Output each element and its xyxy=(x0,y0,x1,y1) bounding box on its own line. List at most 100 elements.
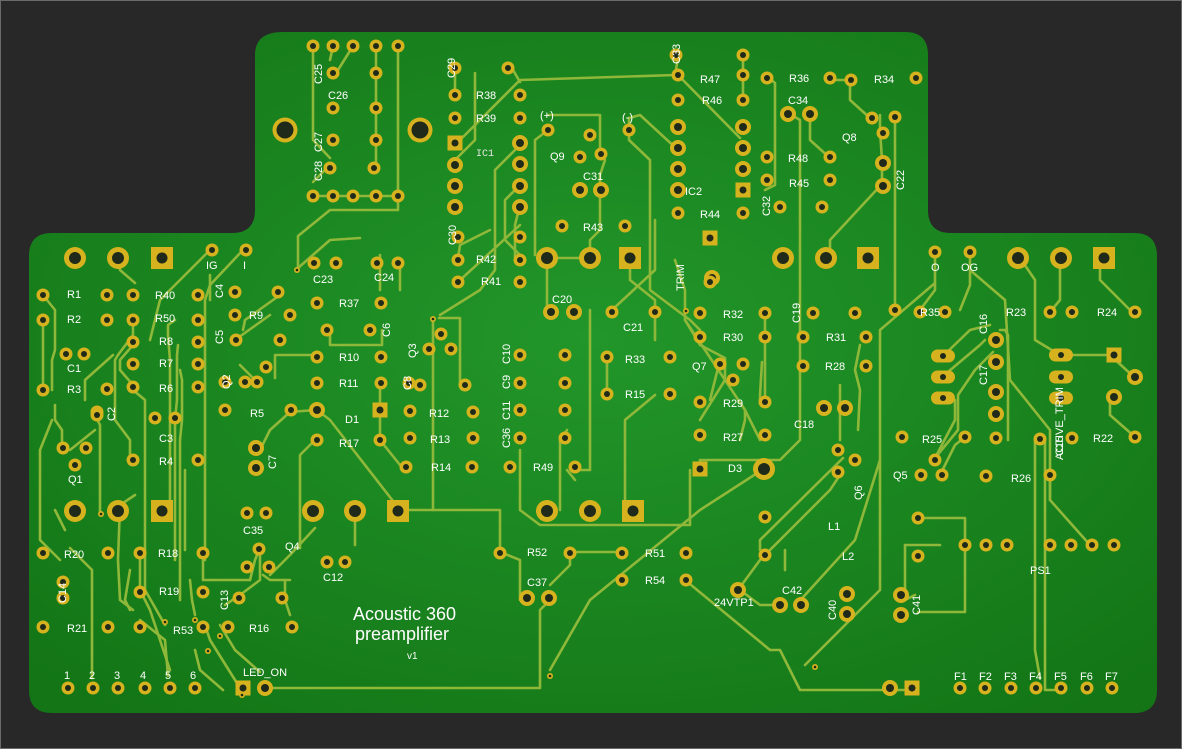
silkscreen-label-c33: C33 xyxy=(671,44,683,64)
solder-pad xyxy=(735,140,751,156)
silkscreen-label-r16: R16 xyxy=(249,623,269,635)
solder-pad xyxy=(133,546,147,560)
solder-pad xyxy=(447,135,463,151)
solder-pad xyxy=(248,440,264,456)
solder-pad xyxy=(780,106,796,122)
silkscreen-label-c17: C17 xyxy=(978,365,990,385)
solder-pad xyxy=(1065,305,1079,319)
copper-trace xyxy=(173,343,180,562)
copper-trace xyxy=(958,250,972,312)
solder-pad xyxy=(736,357,750,371)
solder-pad xyxy=(543,304,559,320)
copper-trace xyxy=(273,353,322,380)
solder-pad xyxy=(413,378,427,392)
silkscreen-label-r18: R18 xyxy=(158,548,178,560)
solder-pad xyxy=(369,39,383,53)
copper-trace xyxy=(968,268,1052,502)
copper-trace xyxy=(933,398,957,460)
solder-pad xyxy=(257,680,273,696)
solder-pad xyxy=(346,189,360,203)
solder-pad xyxy=(306,39,320,53)
silkscreen-label-c8: C8 xyxy=(402,376,414,390)
silkscreen-label-q2: Q2 xyxy=(221,374,233,389)
copper-trace xyxy=(298,438,317,550)
silkscreen-label-c18: C18 xyxy=(794,419,814,431)
silkscreen-label-q6: Q6 xyxy=(853,485,865,500)
silkscreen-label-ic2: IC2 xyxy=(685,186,702,198)
copper-trace xyxy=(1018,256,1062,357)
solder-pad xyxy=(259,506,273,520)
solder-pad xyxy=(702,230,718,246)
copper-trace xyxy=(178,368,184,602)
solder-pad xyxy=(403,431,417,445)
silkscreen-label-c22: C22 xyxy=(895,170,907,190)
solder-pad xyxy=(430,316,436,322)
solder-pad xyxy=(326,39,340,53)
silkscreen-label-pin1: 1 xyxy=(64,670,70,682)
copper-trace xyxy=(166,318,177,502)
solder-pad xyxy=(273,333,287,347)
solder-pad xyxy=(513,275,527,289)
solder-pad xyxy=(232,591,246,605)
solder-pad xyxy=(758,330,772,344)
solder-pad xyxy=(619,247,641,269)
solder-pad xyxy=(458,378,472,392)
silkscreen-label-r20: R20 xyxy=(64,549,84,561)
silkscreen-label-c2: C2 xyxy=(106,407,118,421)
solder-pad xyxy=(320,323,334,337)
silkscreen-label-c23: C23 xyxy=(313,274,333,286)
solder-pad xyxy=(369,101,383,115)
copper-trace xyxy=(118,343,135,387)
silkscreen-label-c6: C6 xyxy=(381,323,393,337)
silkscreen-label-r3: R3 xyxy=(67,384,81,396)
solder-pad xyxy=(513,230,527,244)
silkscreen-label-r47: R47 xyxy=(700,74,720,86)
silkscreen-label-c35: C35 xyxy=(243,525,263,537)
solder-pad xyxy=(875,155,891,171)
solder-pad xyxy=(989,431,1003,445)
solder-pad xyxy=(839,606,855,622)
solder-pad xyxy=(191,313,205,327)
silkscreen-label-r30: R30 xyxy=(723,332,743,344)
copper-trace xyxy=(758,456,845,552)
solder-pad xyxy=(310,376,324,390)
solder-pad xyxy=(36,383,50,397)
solder-pad xyxy=(888,110,902,124)
silkscreen-label-r43: R43 xyxy=(583,222,603,234)
solder-pad xyxy=(1029,681,1043,695)
solder-pad xyxy=(513,253,527,267)
copper-trace xyxy=(188,578,197,617)
solder-pad xyxy=(451,230,465,244)
silkscreen-label-f5: F5 xyxy=(1054,671,1067,683)
solder-pad xyxy=(1085,538,1099,552)
solder-pad xyxy=(541,590,557,606)
solder-pad xyxy=(1000,538,1014,552)
copper-trace xyxy=(263,598,552,690)
solder-pad xyxy=(555,219,569,233)
board-title-line2: preamplifier xyxy=(355,624,449,644)
solder-pad xyxy=(218,403,232,417)
solder-pad xyxy=(979,538,993,552)
solder-pad xyxy=(671,206,685,220)
silkscreen-label-minus: (-) xyxy=(622,112,633,124)
solder-pad xyxy=(344,500,366,522)
solder-pad xyxy=(793,597,809,613)
silkscreen-label-r8: R8 xyxy=(159,336,173,348)
copper-trace xyxy=(138,546,172,672)
solder-pad xyxy=(444,342,458,356)
solder-pad xyxy=(931,370,955,384)
solder-pad xyxy=(107,500,129,522)
solder-pad xyxy=(670,161,686,177)
copper-trace xyxy=(518,448,692,527)
solder-pad xyxy=(513,348,527,362)
solder-pad xyxy=(848,453,862,467)
solder-pad xyxy=(61,681,75,695)
silkscreen-label-c41: C41 xyxy=(911,595,923,615)
silkscreen-label-q4: Q4 xyxy=(285,541,300,553)
solder-pad xyxy=(622,123,636,137)
solder-pad xyxy=(302,500,324,522)
solder-pad xyxy=(107,247,129,269)
board-outline xyxy=(29,32,1157,713)
silkscreen-label-r42: R42 xyxy=(476,254,496,266)
